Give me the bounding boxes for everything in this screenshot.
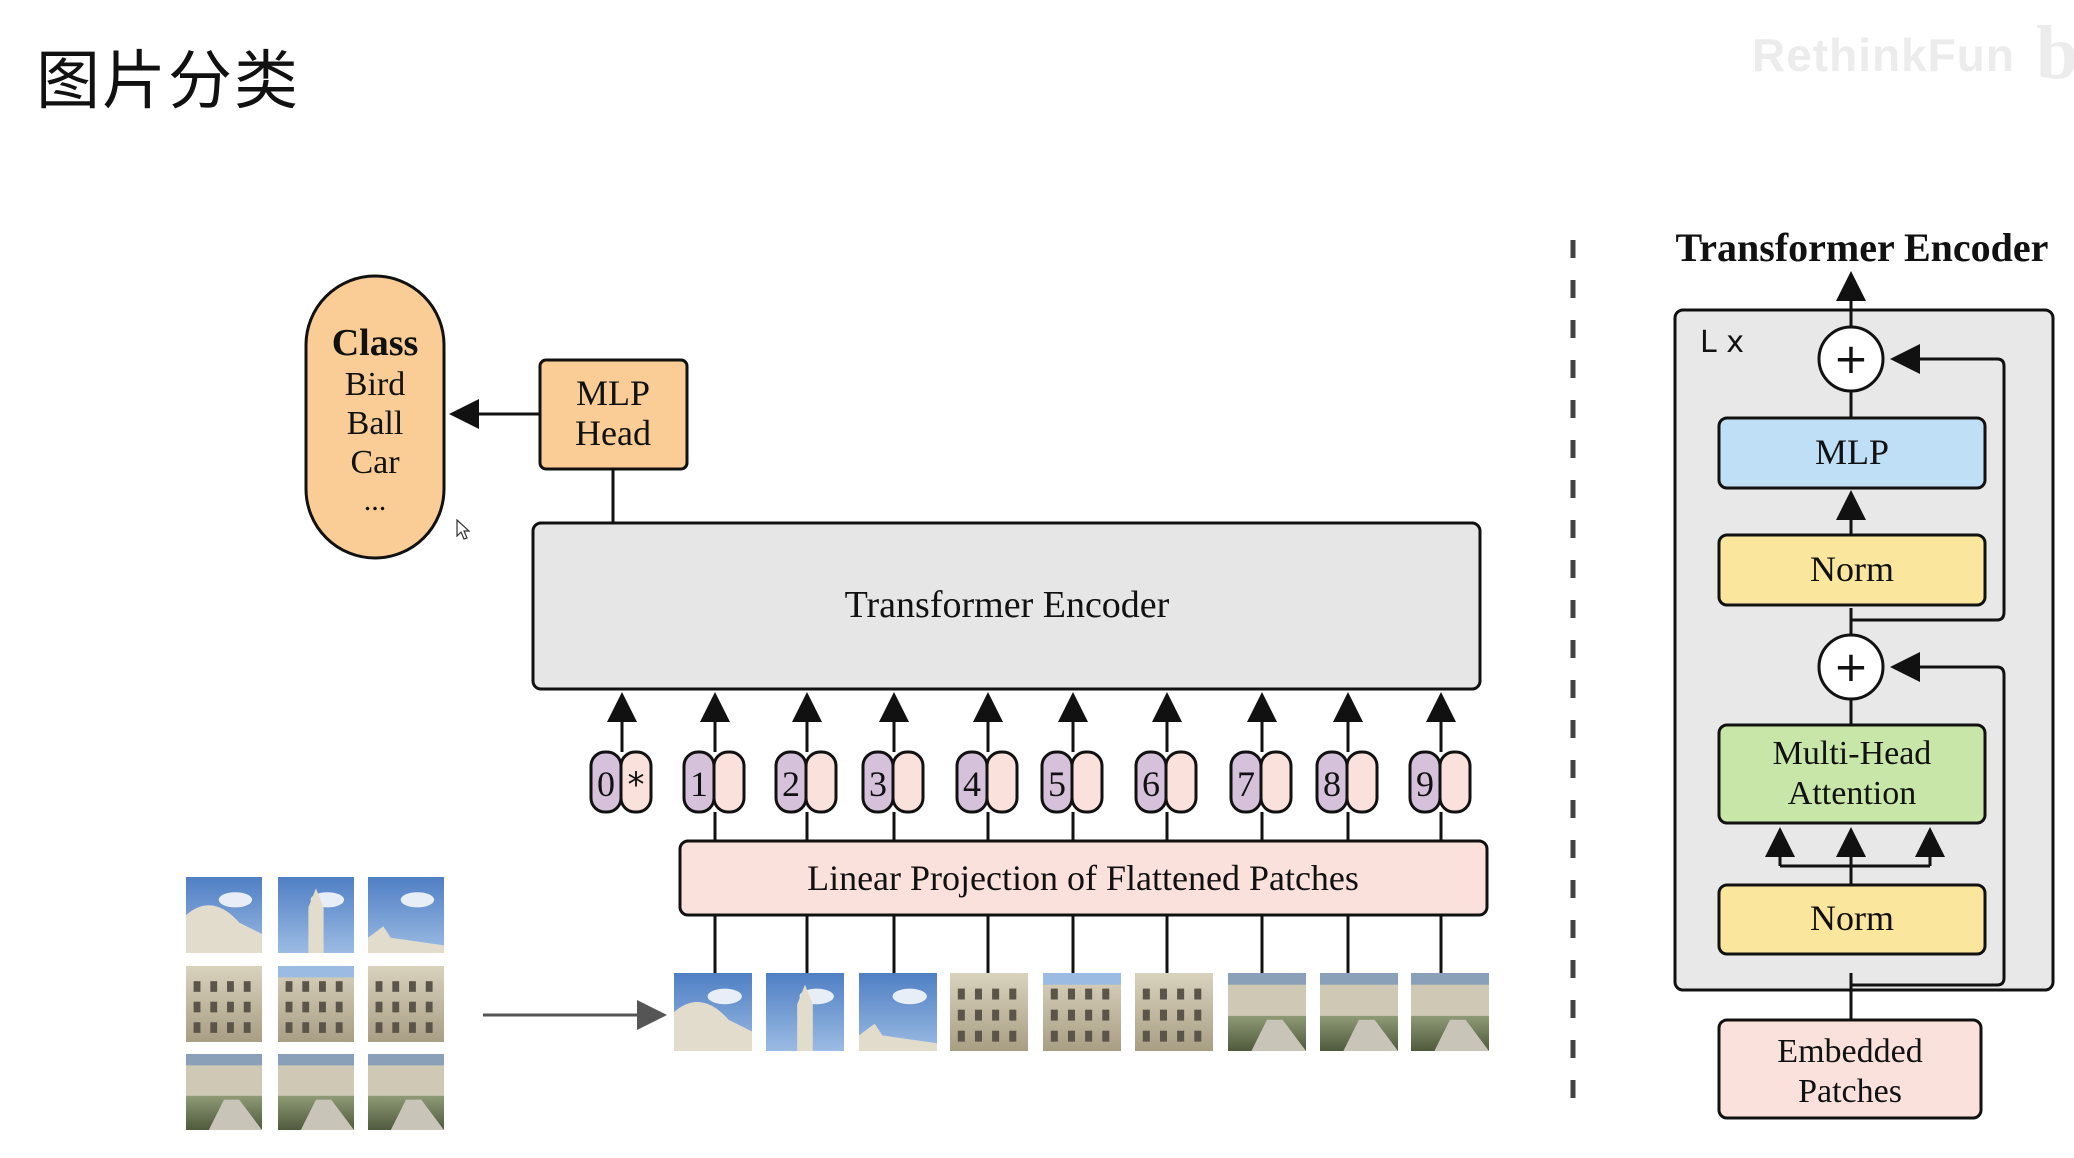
mlp-head-label-2: Head — [575, 413, 651, 453]
patch-embedding — [1259, 750, 1293, 814]
token: 4 — [955, 750, 1019, 814]
token: 7 — [1229, 750, 1293, 814]
token: 2 — [774, 750, 838, 814]
image-patch — [368, 877, 444, 953]
image-patch — [1320, 973, 1398, 1051]
class-output-box: Class Bird Ball Car ... — [304, 274, 446, 560]
mlp-head-label-1: MLP — [576, 373, 650, 413]
norm-label: Norm — [1810, 898, 1894, 938]
norm-box-top: Norm — [1717, 533, 1987, 607]
norm-box-bottom: Norm — [1717, 883, 1987, 956]
watermark-logo-icon: b — [2036, 11, 2074, 95]
image-patch — [674, 973, 752, 1051]
mouse-cursor-icon — [456, 518, 471, 540]
token-index: 9 — [1416, 764, 1434, 804]
patch-embedding — [985, 750, 1019, 814]
image-patch — [766, 973, 844, 1051]
token-index: 0 — [597, 764, 615, 804]
patch-grid — [186, 877, 444, 1130]
patch-embedding — [712, 750, 746, 814]
cls-token-marker: * — [628, 765, 645, 805]
image-patch — [950, 973, 1028, 1051]
watermark-text: RethinkFun — [1752, 29, 2015, 81]
mha-label-1: Multi-Head — [1773, 735, 1932, 772]
patch-embedding — [1164, 750, 1198, 814]
token: 9 — [1408, 750, 1472, 814]
detail-title: Transformer Encoder — [1676, 225, 2049, 270]
slide-title: 图片分类 — [36, 45, 300, 119]
image-patch — [1135, 973, 1213, 1051]
token: 3 — [861, 750, 925, 814]
transformer-encoder-box: Transformer Encoder — [531, 521, 1482, 691]
image-patch — [278, 877, 354, 953]
image-patch — [186, 877, 262, 953]
token-index: 8 — [1323, 764, 1341, 804]
token: 1 — [682, 750, 746, 814]
repeat-label: L x — [1700, 325, 1744, 360]
mlp-head-box: MLP Head — [538, 358, 689, 471]
token: 0* — [589, 750, 653, 814]
embedded-label-2: Patches — [1798, 1073, 1902, 1110]
patch-embedding — [1070, 750, 1104, 814]
token-index: 4 — [963, 764, 981, 804]
embedded-patches-box: Embedded Patches — [1717, 1018, 1983, 1120]
norm-label: Norm — [1810, 549, 1894, 589]
token-index: 5 — [1048, 764, 1066, 804]
token-index: 6 — [1142, 764, 1160, 804]
token: 6 — [1134, 750, 1198, 814]
mlp-label: MLP — [1815, 432, 1889, 472]
class-title: Class — [332, 322, 419, 364]
patch-embedding — [619, 750, 653, 814]
transformer-encoder-label: Transformer Encoder — [845, 584, 1170, 626]
patch-embedding — [804, 750, 838, 814]
image-patch — [859, 973, 937, 1051]
token-index: 2 — [782, 764, 800, 804]
patch-embedding — [1345, 750, 1379, 814]
token-index: 7 — [1237, 764, 1255, 804]
image-patch — [186, 966, 262, 1042]
embedded-label-1: Embedded — [1777, 1033, 1922, 1070]
plus-circle-icon: + — [1817, 325, 1885, 393]
residual-connection — [1851, 652, 2006, 987]
mha-label-2: Attention — [1788, 775, 1916, 812]
residual-connection — [1851, 344, 2006, 622]
linear-projection-box: Linear Projection of Flattened Patches — [678, 839, 1489, 917]
image-patch — [1411, 973, 1489, 1051]
image-patch — [1043, 973, 1121, 1051]
mlp-box: MLP — [1717, 416, 1987, 490]
class-item: Bird — [345, 366, 405, 403]
token: 8 — [1315, 750, 1379, 814]
image-patch — [186, 1054, 262, 1130]
plus-symbol: + — [1833, 334, 1868, 383]
class-item: Car — [350, 444, 400, 481]
token: 5 — [1040, 750, 1104, 814]
class-item: Ball — [347, 405, 404, 442]
image-patch — [278, 1054, 354, 1130]
token-index: 3 — [869, 764, 887, 804]
image-patch — [1228, 973, 1306, 1051]
class-item: ... — [364, 484, 387, 517]
linear-projection-label: Linear Projection of Flattened Patches — [807, 858, 1359, 898]
patch-embedding — [1438, 750, 1472, 814]
patch-embedding — [891, 750, 925, 814]
image-patch — [278, 966, 354, 1042]
patch-sequence — [674, 973, 1489, 1051]
image-patch — [368, 1054, 444, 1130]
token-index: 1 — [690, 764, 708, 804]
multi-head-attention-box: Multi-Head Attention — [1717, 723, 1987, 825]
plus-circle-icon: + — [1817, 633, 1885, 701]
image-patch — [368, 966, 444, 1042]
plus-symbol: + — [1833, 642, 1868, 691]
